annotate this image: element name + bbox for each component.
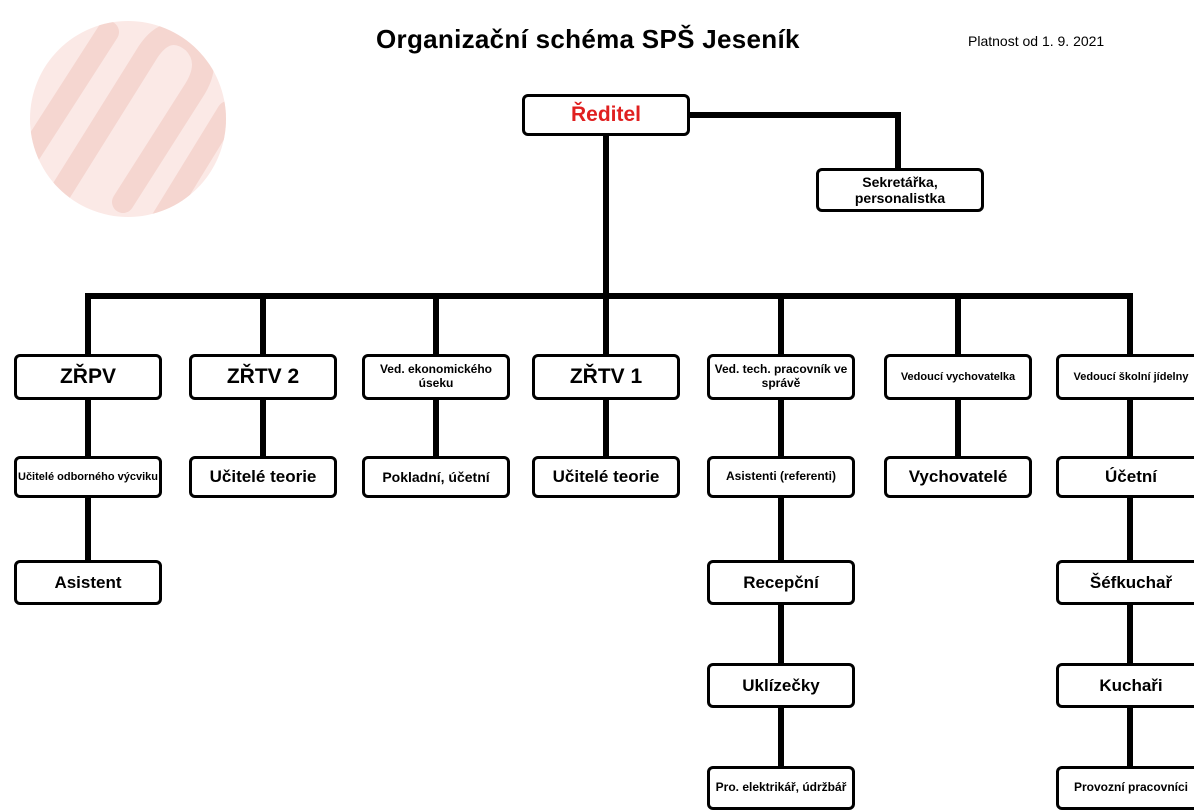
node-label: Učitelé odborného výcviku [18,470,158,483]
node-label: Učitelé teorie [209,467,317,487]
node-theory-teachers-2: Učitelé teorie [189,456,337,498]
head-economic: Ved. ekonomického úseku [362,354,510,400]
school-logo-watermark [30,21,226,217]
node-cashier-accountant: Pokladní, účetní [362,456,510,498]
head-label: Vedoucí školní jídelny [1073,370,1189,383]
secretary-label: Sekretářka, personalistka [854,173,946,206]
node-label: Pokladní, účetní [382,468,490,485]
head-zrtv1: ZŘTV 1 [532,354,680,400]
head-canteen: Vedoucí školní jídelny [1056,354,1194,400]
head-dormitory: Vedoucí vychovatelka [884,354,1032,400]
head-label: Vedoucí vychovatelka [900,370,1016,383]
node-label: Vychovatelé [908,467,1008,487]
head-label: Ved. tech. pracovník ve správě [714,362,848,390]
head-label: ZŘPV [59,364,116,388]
node-label: Provozní pracovníci [1073,780,1189,795]
head-technical: Ved. tech. pracovník ve správě [707,354,855,400]
chart-title: Organizační schéma SPŠ Jeseník [376,24,800,54]
node-label: Učitelé teorie [552,467,660,487]
node-assistant: Asistent [14,560,162,605]
node-theory-teachers-1: Učitelé teorie [532,456,680,498]
node-educators: Vychovatelé [884,456,1032,498]
node-canteen-accountant: Účetní [1056,456,1194,498]
node-cooks: Kuchaři [1056,663,1194,708]
director-label: Ředitel [570,102,641,126]
secretary-box: Sekretářka, personalistka [816,168,984,212]
node-label: Šéfkuchař [1089,572,1173,592]
head-label: ZŘTV 1 [569,364,643,388]
node-label: Účetní [1105,467,1157,487]
node-operations-staff: Provozní pracovníci [1056,766,1194,810]
node-cleaners: Uklízečky [707,663,855,708]
node-label: Uklízečky [742,675,820,695]
node-label: Recepční [743,572,819,592]
validity-date: Platnost od 1. 9. 2021 [968,33,1105,49]
director-box: Ředitel [522,94,690,136]
node-label: Asistenti (referenti) [725,469,837,484]
node-label: Asistent [54,572,122,592]
head-label: ZŘTV 2 [226,364,300,388]
node-label: Pro. elektrikář, údržbář [715,780,847,795]
node-label: Kuchaři [1099,675,1163,695]
head-zrtv2: ZŘTV 2 [189,354,337,400]
head-zrpv: ZŘPV [14,354,162,400]
node-assistants-referents: Asistenti (referenti) [707,456,855,498]
node-receptionist: Recepční [707,560,855,605]
head-label: Ved. ekonomického úseku [379,362,493,390]
node-electrician-maintenance: Pro. elektrikář, údržbář [707,766,855,810]
node-head-chef: Šéfkuchař [1056,560,1194,605]
node-vocational-teachers: Učitelé odborného výcviku [14,456,162,498]
